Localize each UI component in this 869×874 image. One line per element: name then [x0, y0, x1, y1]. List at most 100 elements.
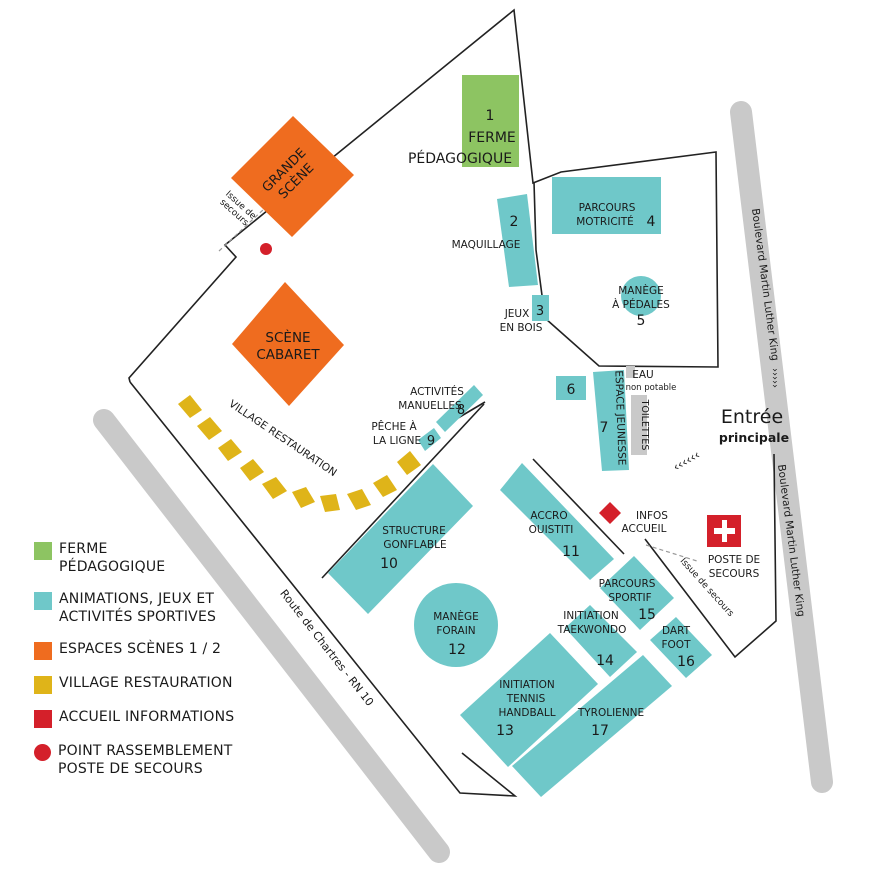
legend-label: POINT RASSEMBLEMENT POSTE DE SECOURS [58, 743, 233, 777]
infos-label-1: INFOS [636, 510, 668, 522]
maquillage-number: 2 [510, 214, 519, 230]
activites-number: 8 [457, 403, 465, 418]
maquillage-area[interactable] [497, 194, 538, 287]
manege-pedales-label-1: MANÈGE [618, 284, 664, 297]
entrance-title: Entrée [721, 406, 783, 428]
manege-forain-area[interactable] [414, 583, 498, 667]
parcours-motricite-number: 4 [647, 214, 656, 230]
infos-label-2: ACCUEIL [622, 523, 667, 535]
peche-label-1: PÊCHE À [371, 420, 417, 433]
route-road [93, 409, 450, 863]
tennis-area[interactable] [460, 633, 598, 767]
entrance-arrows: ‹‹‹‹‹‹ [671, 448, 703, 475]
legend-swatch [34, 744, 51, 761]
structure-area[interactable] [328, 464, 473, 614]
manege-forain-label-2: FORAIN [436, 625, 475, 637]
dart-number: 16 [677, 654, 695, 670]
legend-label: ACCUEIL INFORMATIONS [59, 709, 235, 725]
poste-label-2: SECOURS [709, 568, 760, 580]
legend-label: ANIMATIONS, JEUX ET ACTIVITÉS SPORTIVES [59, 591, 217, 625]
taekwondo-label-1: INITIATION [563, 610, 619, 622]
area-6-number: 6 [567, 382, 576, 398]
maquillage-label: MAQUILLAGE [452, 239, 521, 251]
peche-area[interactable] [418, 428, 441, 451]
accro-area[interactable] [500, 463, 614, 580]
legend-swatch [34, 592, 52, 610]
ferme-label-1: FERME [468, 130, 516, 146]
village-blocks[interactable] [178, 395, 421, 512]
tennis-label-2: TENNIS [506, 693, 546, 705]
parcours-sportif-area[interactable] [600, 556, 674, 630]
grande-scene-area[interactable] [231, 116, 354, 237]
manege-pedales-number: 5 [637, 313, 646, 329]
legend-item: ANIMATIONS, JEUX ET ACTIVITÉS SPORTIVES [34, 590, 334, 626]
legend-label: FERME PÉDAGOGIQUE [59, 541, 166, 575]
tennis-label-1: INITIATION [499, 679, 555, 691]
accro-number: 11 [562, 544, 580, 560]
parcours-sportif-number: 15 [638, 607, 656, 623]
infos-accueil-marker[interactable] [599, 502, 621, 524]
boulevard-arrows: ››››› [769, 368, 780, 388]
eau-label-1: EAU [632, 369, 654, 381]
toilettes-area[interactable] [631, 395, 647, 455]
manege-pedales-label-2: À PÉDALES [612, 298, 670, 311]
legend-item: FERME PÉDAGOGIQUE [34, 540, 334, 576]
legend-label: VILLAGE RESTAURATION [59, 675, 233, 691]
eau-point[interactable] [626, 366, 635, 378]
espace-jeunesse-area[interactable] [593, 370, 629, 471]
legend-swatch [34, 676, 52, 694]
entrance-subtitle: principale [719, 430, 789, 445]
tyrolienne-area[interactable] [512, 655, 672, 797]
activites-label-2: MANUELLES [398, 400, 462, 412]
parcours-sportif-label-2: SPORTIF [608, 592, 651, 604]
ferme-number: 1 [486, 108, 495, 124]
legend-item: ACCUEIL INFORMATIONS [34, 708, 334, 728]
cross-icon-bar [714, 528, 735, 534]
parcours-motricite-area[interactable] [552, 177, 661, 234]
tennis-label-3: HANDBALL [498, 707, 555, 719]
poste-label-1: POSTE DE [708, 554, 760, 566]
activites-label-1: ACTIVITÉS [410, 385, 464, 398]
jeux-bois-label-1: JEUX [504, 308, 530, 320]
legend-item: POINT RASSEMBLEMENT POSTE DE SECOURS [34, 742, 334, 778]
manege-pedales-area[interactable] [621, 276, 661, 316]
exit-2-gap [645, 544, 698, 562]
espace-jeunesse-label: ESPACE JEUNESSE [612, 370, 627, 466]
peche-label-2: LA LIGNE [373, 435, 421, 447]
scene-cabaret-area[interactable] [232, 282, 344, 406]
structure-label-2: GONFLABLE [383, 539, 446, 551]
scene-cabaret-label-1: SCÈNE [265, 329, 310, 346]
scene-cabaret-label-2: CABARET [256, 347, 320, 363]
parcours-sportif-label-1: PARCOURS [599, 578, 656, 590]
tyrolienne-number: 17 [591, 723, 609, 739]
toilettes-label: TOILETTES [639, 399, 650, 451]
activites-area[interactable] [436, 385, 483, 432]
taekwondo-number: 14 [596, 653, 614, 669]
ferme-area[interactable] [462, 75, 519, 167]
structure-number: 10 [380, 556, 398, 572]
taekwondo-label-2: TAEKWONDO [557, 624, 627, 636]
eau-label-2: non potable [626, 383, 677, 393]
map-legend: FERME PÉDAGOGIQUE ANIMATIONS, JEUX ET ACT… [34, 540, 334, 792]
rally-point[interactable] [260, 243, 272, 255]
legend-item: ESPACES SCÈNES 1 / 2 [34, 640, 334, 660]
parcours-motricite-label-2: MOTRICITÉ [576, 215, 634, 228]
legend-swatch [34, 642, 52, 660]
taekwondo-area[interactable] [565, 605, 637, 677]
legend-swatch [34, 710, 52, 728]
legend-label: ESPACES SCÈNES 1 / 2 [59, 641, 222, 657]
structure-label-1: STRUCTURE [382, 525, 445, 537]
parcours-motricite-label-1: PARCOURS [579, 202, 636, 214]
tyrolienne-label: TYROLIENNE [577, 707, 644, 719]
legend-item: VILLAGE RESTAURATION [34, 674, 334, 694]
accro-label-2: OUISTITI [529, 524, 574, 536]
dart-area[interactable] [650, 617, 712, 678]
boulevard-road [730, 101, 833, 793]
jeux-bois-area[interactable] [532, 295, 549, 321]
area-6[interactable] [556, 376, 586, 400]
exit-1-gap [218, 207, 266, 252]
accro-label-1: ACCRO [530, 510, 567, 522]
jeux-bois-number: 3 [536, 304, 544, 319]
jeux-bois-label-2: EN BOIS [500, 322, 543, 334]
